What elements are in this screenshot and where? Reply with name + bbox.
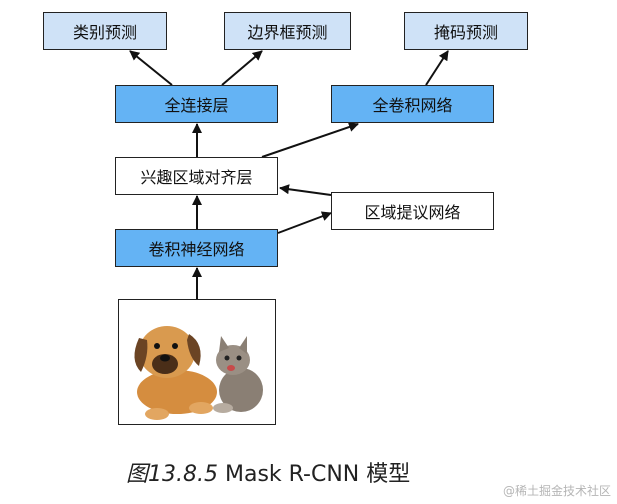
cnn-label: 卷积神经网络 [148,240,245,259]
mask-prediction-label: 掩码预测 [433,23,498,42]
bbox-prediction-label: 边界框预测 [247,23,328,42]
arrow-roi-to-fcn [261,122,359,158]
class-prediction-node: 类别预测 [43,12,167,50]
fully-convolutional-label: 全卷积网络 [372,96,453,115]
bbox-prediction-node: 边界框预测 [224,12,351,50]
mask-prediction-node: 掩码预测 [404,12,528,50]
dog-and-cat-illustration [119,300,275,424]
cnn-node: 卷积神经网络 [115,229,278,267]
arrow-cnn-to-rpn [277,211,332,234]
fully-convolutional-node: 全卷积网络 [331,85,494,123]
rpn-label: 区域提议网络 [364,203,461,222]
fully-connected-label: 全连接层 [164,96,229,115]
arrow-rpn-to-roi [279,184,332,196]
fully-connected-node: 全连接层 [115,85,278,123]
rpn-node: 区域提议网络 [331,192,494,230]
watermark: @稀土掘金技术社区 [502,484,611,498]
arrow-fc-to-bbox [221,50,263,86]
figure-caption: 图13.8.5 Mask R-CNN 模型 [126,456,410,488]
figure-title: Mask R-CNN 模型 [224,462,411,487]
arrow-fc-to-class [129,50,173,86]
class-prediction-label: 类别预测 [72,23,137,42]
roi-align-node: 兴趣区域对齐层 [115,157,278,195]
arrow-fcn-to-mask [425,50,449,86]
figure-number: 图13.8.5 [126,462,218,487]
input-image [118,299,276,425]
roi-align-label: 兴趣区域对齐层 [140,168,253,187]
